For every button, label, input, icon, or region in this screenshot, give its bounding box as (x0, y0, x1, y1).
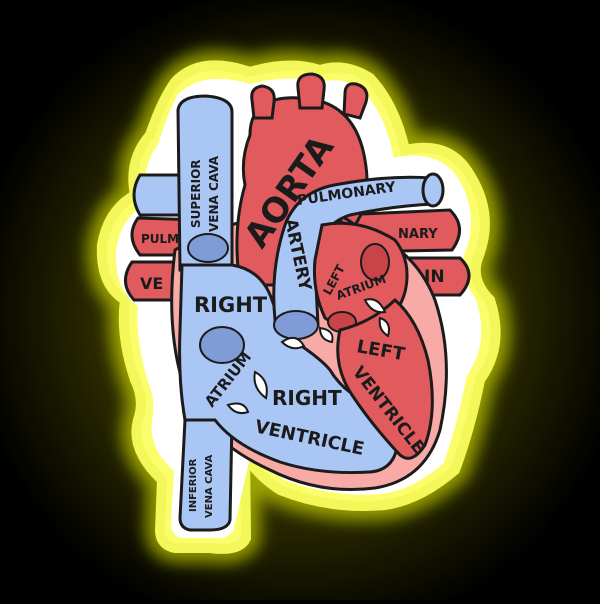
inferior-vena-cava-label-2: VENA CAVA (204, 454, 215, 518)
tricuspid-valve-leaflet-2 (226, 402, 250, 415)
superior-vena-cava-label-2: VENA CAVA (207, 155, 221, 232)
pulmonary-valve (273, 310, 319, 340)
mitral-valve-leaflet-2 (378, 316, 390, 338)
pulmonary-vein-right-label-2: IN (424, 267, 445, 287)
mitral-valve-leaflet-1 (363, 298, 387, 314)
superior-vena-cava (176, 94, 234, 272)
pulmonary-valve-leaflet (280, 336, 306, 350)
aortic-valve-leaflet (318, 326, 334, 344)
aorta-branch-1 (250, 84, 276, 120)
tricuspid-valve-leaflet-1 (253, 370, 268, 400)
superior-vena-cava-label-1: SUPERIOR (189, 159, 203, 228)
right-atrium-opening (199, 326, 245, 364)
left-ventricle (336, 297, 434, 460)
pulmonary-vein-right-label-1: NARY (398, 227, 438, 242)
aorta-branch-2 (296, 72, 326, 110)
pulmonary-artery-end (421, 172, 445, 208)
left-atrium-opening-1 (360, 243, 390, 281)
right-ventricle-label-1: RIGHT (272, 386, 342, 410)
right-atrium-label-1: RIGHT (194, 293, 268, 317)
superior-vena-cava-opening (187, 233, 229, 263)
inferior-vena-cava (178, 418, 234, 532)
pulmonary-vein-left-label-1: PULM (141, 232, 179, 246)
inferior-vena-cava-label-1: INFERIOR (188, 458, 199, 512)
pulmonary-vein-left-label-2: VE (140, 274, 163, 293)
aorta-branch-3 (342, 82, 369, 120)
